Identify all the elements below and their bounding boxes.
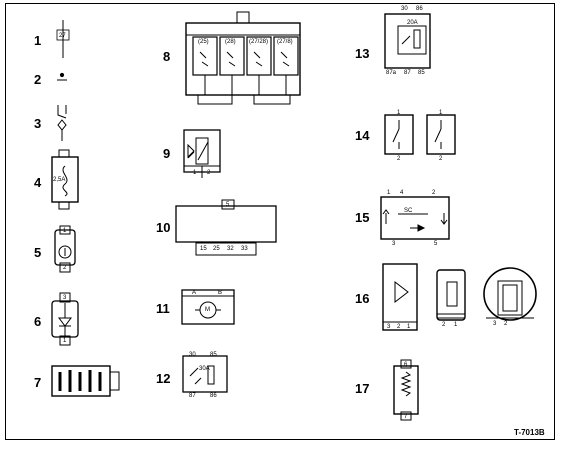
item-number-14: 14 — [355, 128, 370, 143]
item-number-2: 2 — [34, 72, 42, 87]
item-number-4: 4 — [34, 175, 42, 190]
symbol-15-switch-module — [380, 196, 450, 240]
item-6-label-0: 3 — [63, 295, 67, 301]
symbol-5-sensor — [54, 225, 76, 273]
item-11-label-2: M — [205, 307, 210, 313]
item-15-label-1: 4 — [400, 190, 404, 196]
symbol-16-connectors — [382, 263, 537, 331]
item-13-label-1: 86 — [416, 6, 423, 12]
item-14-label-1: 2 — [397, 156, 401, 162]
item-number-9: 9 — [163, 146, 171, 161]
item-10-label-0: 5 — [226, 202, 230, 208]
symbol-13-relay — [384, 13, 431, 69]
item-16-label-5: 3 — [493, 321, 497, 327]
item-8-label-0: (25) — [198, 39, 209, 45]
item-number-17: 17 — [355, 381, 370, 396]
item-12-label-1: 85 — [210, 352, 217, 358]
item-4-label-0: 2,5A — [53, 177, 66, 183]
symbol-3-terminal — [57, 105, 67, 141]
item-12-label-3: 87 — [189, 393, 196, 399]
item-14-label-3: 2 — [439, 156, 443, 162]
item-9-label-0: 1 — [193, 170, 197, 176]
symbol-17-resistor — [393, 359, 419, 421]
item-13-label-0: 30 — [401, 6, 408, 12]
item-13-label-2: 20A — [407, 20, 418, 26]
item-9-label-1: 2 — [207, 170, 211, 176]
item-15-label-4: 3 — [392, 241, 396, 247]
item-8-label-1: (28) — [225, 39, 236, 45]
item-15-label-5: 5 — [434, 241, 438, 247]
item-5-label-0: 1 — [63, 228, 67, 234]
item-10-label-4: 33 — [241, 246, 248, 252]
figure-code: T-7013B — [514, 428, 545, 437]
item-number-1: 1 — [34, 33, 42, 48]
diagram-frame — [5, 3, 555, 440]
item-12-label-0: 30 — [189, 352, 196, 358]
item-15-label-0: 1 — [387, 190, 391, 196]
symbol-14-switches — [384, 114, 456, 155]
symbol-4-fuse — [51, 149, 79, 210]
item-12-label-4: 86 — [210, 393, 217, 399]
item-16-label-6: 2 — [504, 321, 508, 327]
symbol-8-switch-block — [185, 11, 301, 105]
item-number-15: 15 — [355, 210, 370, 225]
item-5-label-1: 2 — [63, 265, 67, 271]
item-14-label-0: 1 — [397, 110, 401, 116]
item-16-label-3: 2 — [442, 322, 446, 328]
item-number-10: 10 — [156, 220, 171, 235]
item-1-label-0: 27 — [59, 33, 66, 39]
item-10-label-3: 32 — [227, 246, 234, 252]
item-15-label-3: SC — [404, 208, 413, 214]
item-number-8: 8 — [163, 49, 171, 64]
symbol-6-led — [51, 292, 79, 346]
item-13-label-4: 87 — [404, 70, 411, 76]
item-number-13: 13 — [355, 46, 370, 61]
item-16-label-1: 2 — [397, 324, 401, 330]
item-14-label-2: 1 — [439, 110, 443, 116]
symbol-2-ground — [57, 72, 67, 81]
item-11-label-1: B — [218, 290, 223, 296]
item-16-label-2: 1 — [407, 324, 411, 330]
item-10-label-1: 15 — [200, 246, 207, 252]
item-15-label-2: 2 — [432, 190, 436, 196]
item-11-label-0: A — [192, 290, 197, 296]
item-17-label-0: 6 — [404, 362, 408, 368]
item-16-label-4: 1 — [454, 322, 458, 328]
item-17-label-1: 7 — [404, 414, 408, 420]
item-number-3: 3 — [34, 116, 42, 131]
item-10-label-2: 25 — [213, 246, 220, 252]
item-8-label-3: (27/8) — [277, 39, 293, 45]
item-number-7: 7 — [34, 375, 42, 390]
item-8-label-2: (27/28) — [249, 39, 269, 45]
item-13-label-3: 87a — [386, 70, 397, 76]
item-13-label-5: 85 — [418, 70, 425, 76]
item-number-5: 5 — [34, 245, 42, 260]
item-number-16: 16 — [355, 291, 370, 306]
symbol-10-module — [175, 199, 277, 256]
symbol-1-splice — [56, 20, 70, 58]
item-6-label-1: 1 — [63, 338, 67, 344]
item-number-6: 6 — [34, 314, 42, 329]
item-number-12: 12 — [156, 371, 171, 386]
item-12-label-2: 30A — [199, 366, 210, 372]
symbol-9-component — [183, 129, 221, 178]
symbol-12-relay — [182, 355, 228, 393]
item-number-11: 11 — [156, 301, 170, 316]
symbol-7-connector-block — [51, 365, 120, 397]
symbol-11-motor — [181, 289, 235, 325]
item-16-label-0: 3 — [387, 324, 391, 330]
